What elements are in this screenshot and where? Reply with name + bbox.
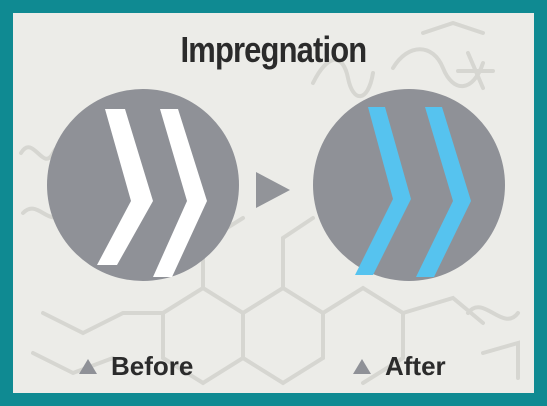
after-stripe-2 [416, 107, 471, 277]
after-label: After [385, 350, 446, 381]
before-stripe-2 [153, 109, 207, 277]
after-caption: After [353, 349, 446, 383]
up-triangle-icon [353, 358, 371, 374]
before-stripe-1 [97, 109, 153, 265]
before-label: Before [111, 350, 194, 381]
before-caption: Before [79, 349, 193, 383]
page-title: Impregnation [180, 29, 368, 70]
blue-fibers-icon [355, 107, 471, 277]
before-fabric-circle [47, 89, 239, 281]
right-triangle-arrow-icon [256, 172, 290, 208]
after-fabric-circle [313, 89, 505, 281]
white-fibers-icon [97, 109, 207, 277]
up-triangle-icon [79, 358, 97, 374]
after-stripe-1 [355, 107, 411, 275]
